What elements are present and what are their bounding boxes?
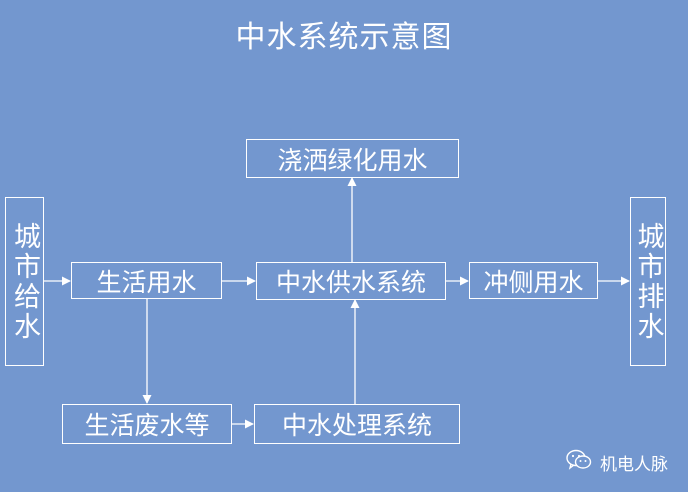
watermark: 机电人脉 — [566, 447, 686, 477]
node-city-water-supply: 城市给水 — [5, 197, 44, 366]
wechat-icon — [566, 449, 592, 476]
node-domestic-water-use: 生活用水 — [71, 262, 222, 299]
watermark-text: 机电人脉 — [600, 454, 668, 475]
node-reclaimed-water-supply: 中水供水系统 — [256, 262, 446, 300]
diagram-title: 中水系统示意图 — [235, 20, 453, 55]
node-reclaimed-water-treatment: 中水处理系统 — [254, 404, 460, 444]
node-domestic-wastewater: 生活废水等 — [62, 404, 232, 444]
node-irrigation-water: 浇洒绿化用水 — [246, 139, 459, 178]
node-toilet-flushing-water: 冲侧用水 — [469, 262, 598, 299]
node-city-drainage: 城市排水 — [630, 197, 666, 366]
